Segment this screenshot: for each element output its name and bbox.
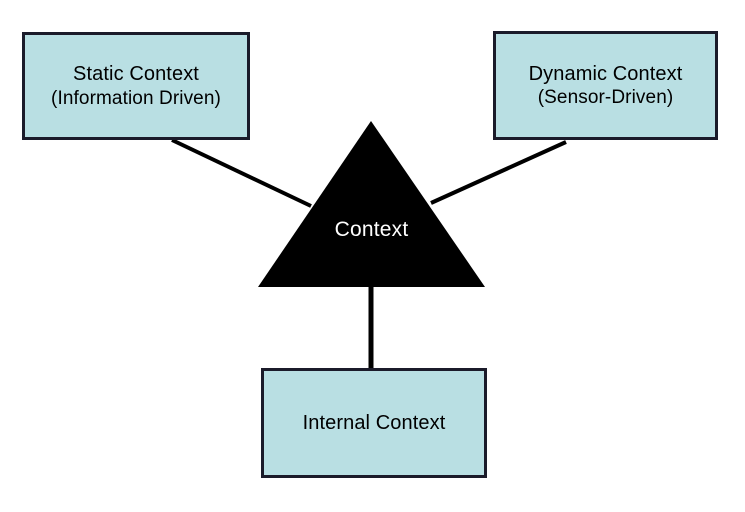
node-static-context-title: Static Context: [73, 63, 199, 86]
connector-dynamic-to-context: [430, 140, 567, 205]
node-static-context[interactable]: Static Context (Information Driven): [22, 32, 250, 140]
connector-static-to-context: [171, 138, 312, 208]
node-static-context-subtitle: (Information Driven): [51, 87, 221, 109]
node-internal-context[interactable]: Internal Context: [261, 368, 487, 478]
node-dynamic-context-title: Dynamic Context: [528, 62, 683, 85]
node-dynamic-context-subtitle: (Sensor-Driven): [537, 87, 674, 109]
context-triangle: [258, 121, 485, 287]
node-internal-context-title: Internal Context: [302, 411, 446, 434]
node-dynamic-context[interactable]: Dynamic Context (Sensor-Driven): [493, 31, 718, 140]
